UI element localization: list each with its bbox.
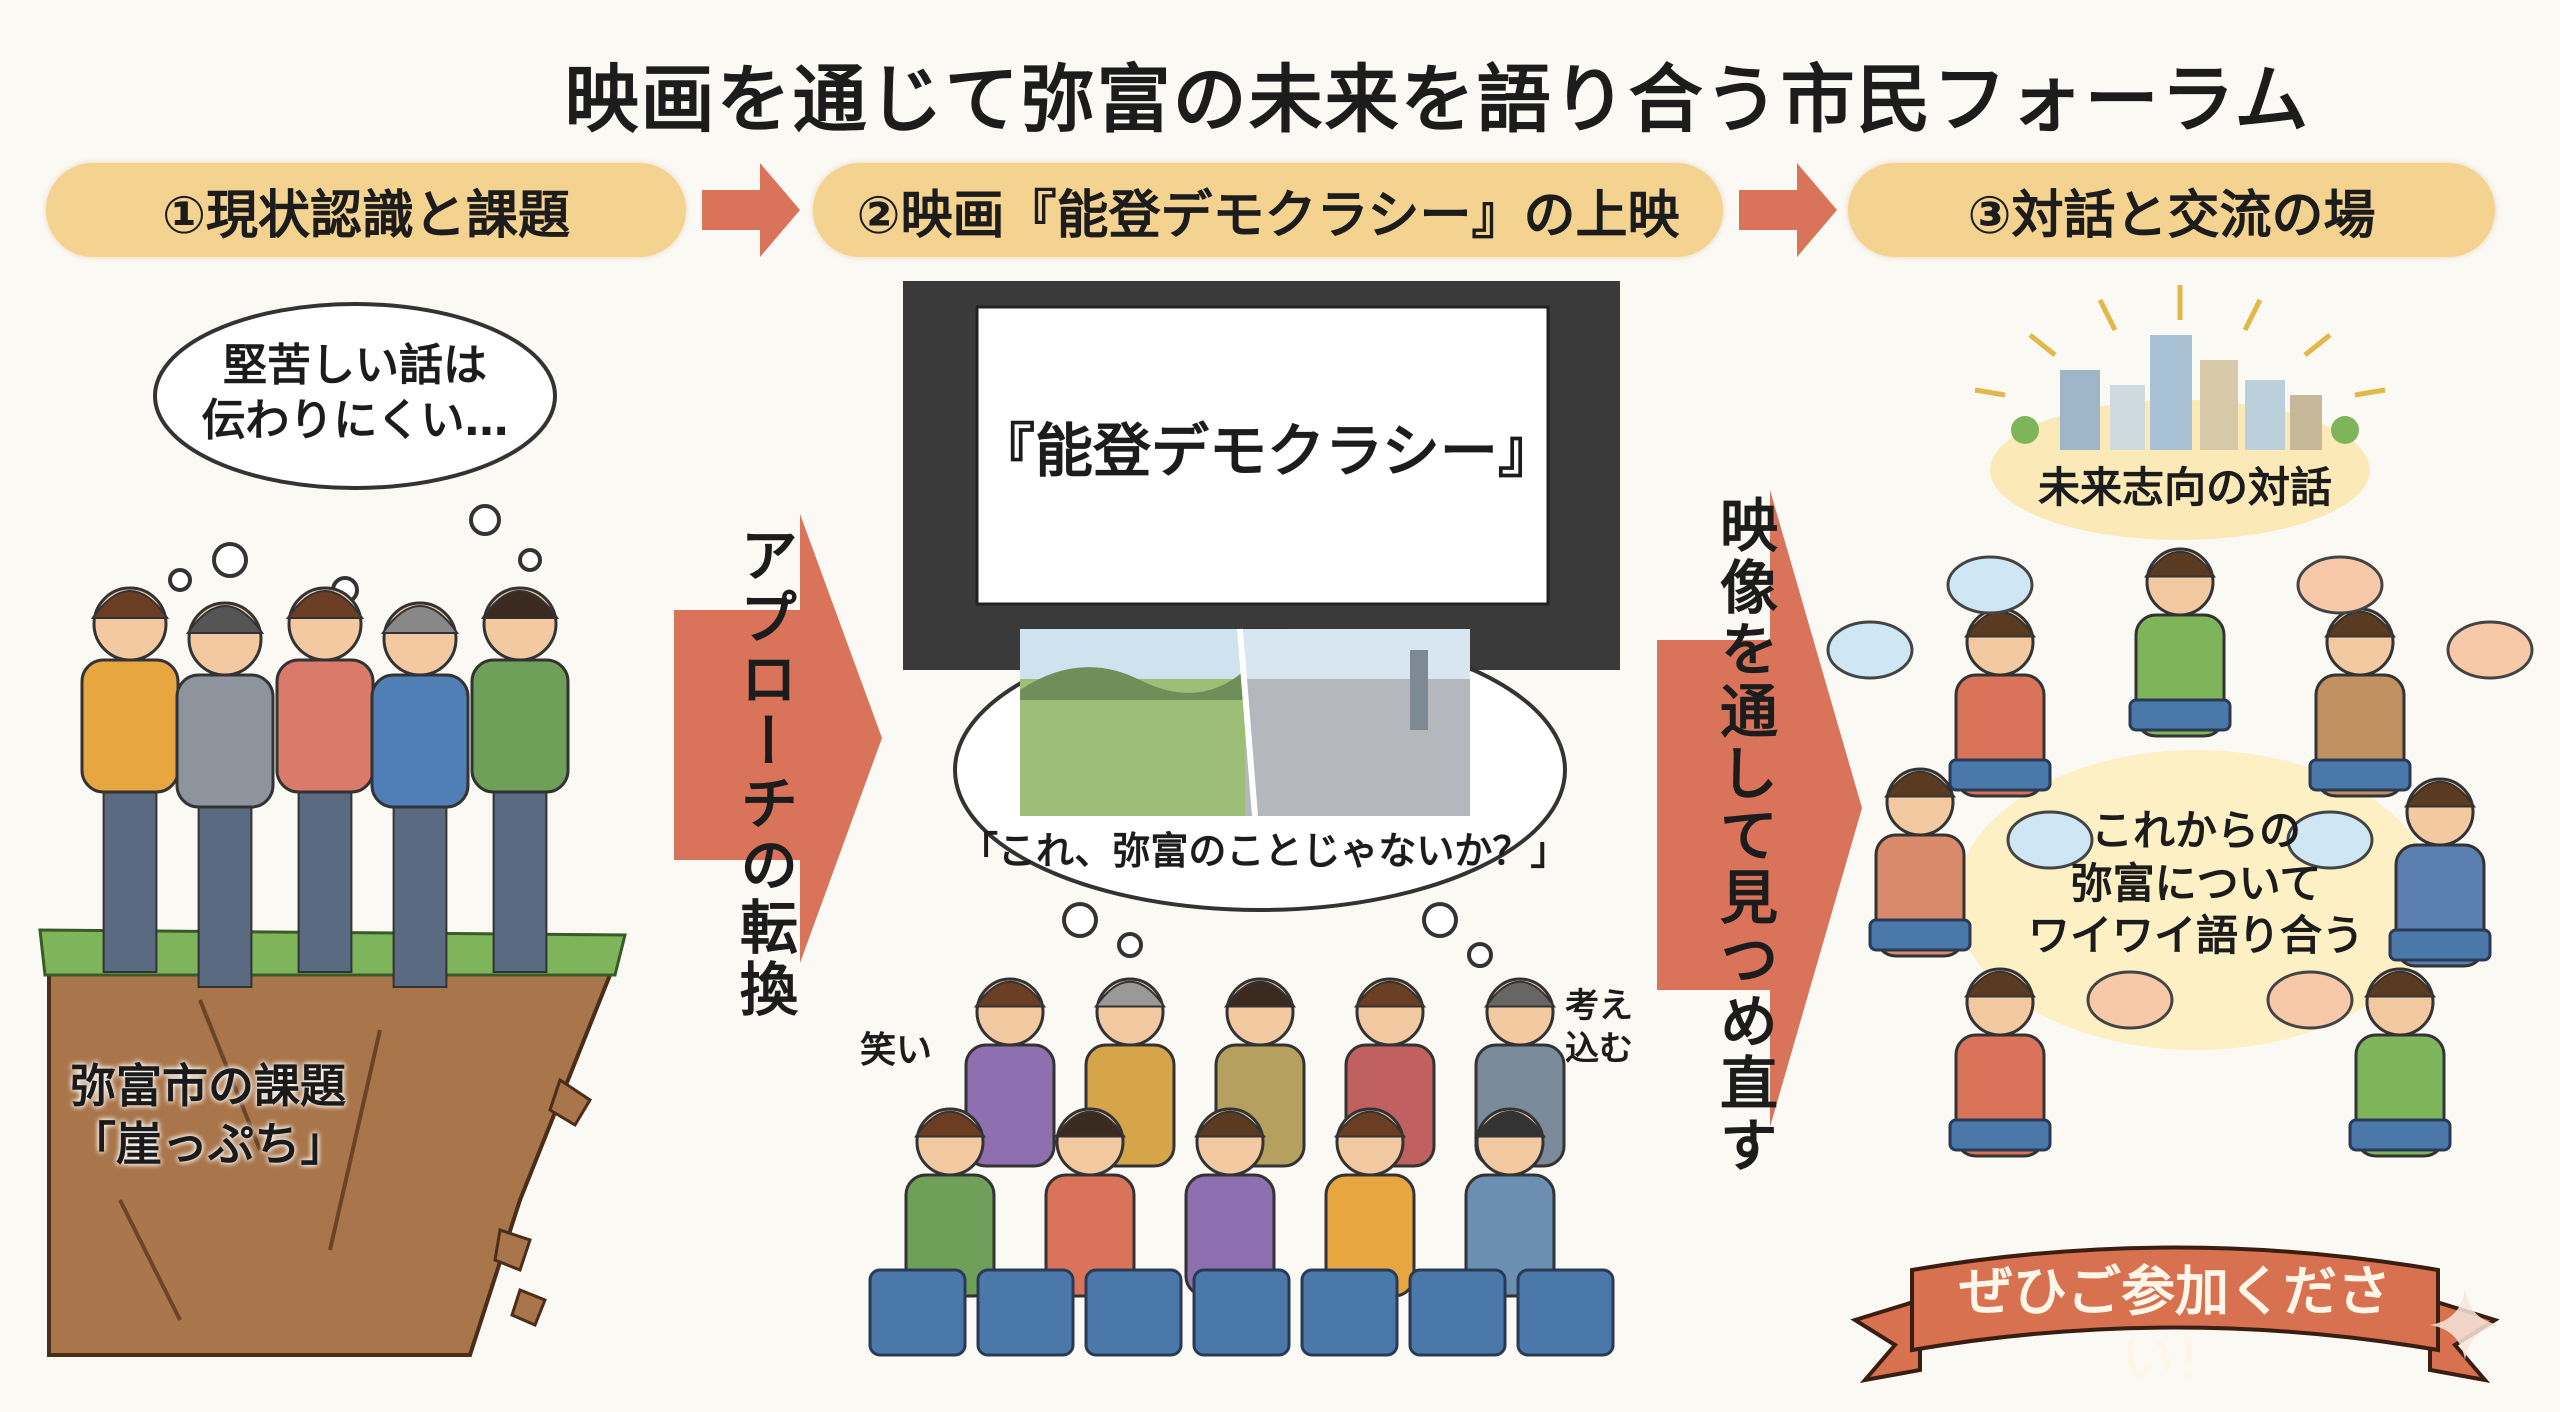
transition-arrow-1-icon [674,514,882,963]
chair [2308,758,2412,792]
cliff-label: 弥富市の課題 「崖っぷち」 [70,1058,400,1173]
town-comparison-image [1020,628,1470,817]
speech-bubble-icon [2286,810,2374,870]
thought-text-2: 「これ、弥富のことじゃないか？」 [960,829,1569,873]
transition-2-label: 映像を通して見つめ直す [1710,495,1778,1177]
chair [2348,1118,2452,1152]
step-arrow-1-icon [702,163,800,257]
person-figure [80,586,180,973]
reaction-think-line: 考え [1565,986,1633,1026]
step-1-pill: ①現状認識と課題 [46,163,686,257]
thought-line: 堅苦しい話は [223,340,487,391]
thought-cloud-1 [153,302,557,604]
person-figure [470,586,570,973]
step-2-label: ②映画『能登デモクラシー』の上映 [856,185,1680,246]
discussion-circle-group [1826,547,2534,1158]
step-3-pill: ③対話と交流の場 [1848,163,2495,257]
reaction-think: 考え 込む [1565,985,1633,1070]
transition-1-label: アプローチの転換 [730,525,798,1021]
theater-seat [976,1268,1075,1357]
reaction-think-line: 込む [1565,1028,1633,1069]
cliff-label-line: 弥富市の課題 [70,1059,346,1113]
chair [1948,758,2052,792]
person-figure [1324,1107,1416,1298]
page-title: 映画を通じて弥富の未来を語り合う市民フォーラム [564,57,2311,143]
reaction-laugh: 笑い [860,1030,933,1071]
future-dialogue-label: 未来志向の対話 [2037,463,2332,512]
speech-bubble-icon [2086,970,2174,1030]
join-banner [1850,1245,2500,1383]
theater-seat [1084,1268,1183,1357]
theater-seat [868,1268,967,1357]
speech-bubble-icon [2296,555,2384,615]
speech-bubble-icon [1826,620,1914,680]
movie-screen [903,281,1620,670]
chair [1948,1118,2052,1152]
person-figure [275,586,375,973]
discussion-center-text: これからの 弥富について ワイワイ語り合う [1996,805,2396,963]
worried-citizens-group [80,586,570,988]
chair [1868,918,1972,952]
speech-bubble-icon [1946,555,2034,615]
person-figure [1464,1107,1556,1298]
center-line: これからの [2090,806,2301,855]
person-figure [904,1107,996,1298]
future-city-icon [1974,285,2386,540]
step-3-label: ③対話と交流の場 [1967,185,2376,246]
step-1-label: ①現状認識と課題 [161,185,571,246]
speech-bubble-icon [2266,970,2354,1030]
theater-seat [1300,1268,1399,1357]
person-figure [964,977,1056,1168]
theater-seat [1192,1268,1291,1357]
theater-seat [1516,1268,1615,1357]
person-figure [1044,1107,1136,1298]
sparkle-icon [2430,1290,2500,1360]
speech-bubble-icon [2446,620,2534,680]
center-line: ワイワイ語り合う [2027,911,2364,960]
step-arrow-2-icon [1739,163,1837,257]
person-figure [370,601,470,988]
speech-bubble-icon [2006,810,2094,870]
screen-title: 『能登デモクラシー』 [977,417,1556,485]
audience-group [868,977,1615,1357]
chair [2128,698,2232,732]
thought-line: 伝わりにくい… [201,395,509,446]
transition-arrow-2-icon [1657,490,1862,1127]
cliff-label-line: 「崖っぷち」 [70,1116,347,1171]
person-figure [175,601,275,988]
join-banner-text: ぜひご参加ください！ [1959,1260,2391,1391]
step-2-pill: ②映画『能登デモクラシー』の上映 [813,163,1723,257]
chair [2388,928,2492,962]
person-figure [1184,1107,1276,1298]
theater-seat [1408,1268,1507,1357]
thought-text-1: 堅苦しい話は 伝わりにくい… [175,338,535,448]
center-line: 弥富について [2070,858,2322,908]
